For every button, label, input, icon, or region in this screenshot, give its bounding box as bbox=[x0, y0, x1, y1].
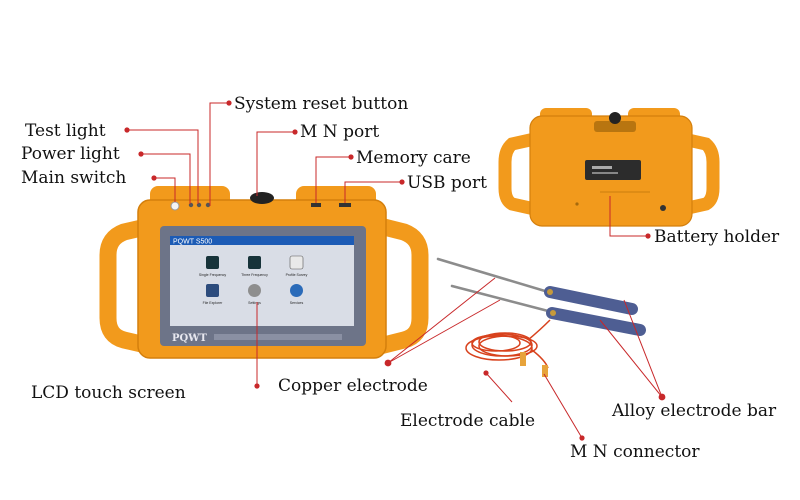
alloy-electrode-bar-1 bbox=[544, 286, 638, 315]
label-battery-holder: Battery holder bbox=[654, 227, 780, 247]
app-label-three-frequency: Three Frequency bbox=[241, 273, 268, 277]
copper-electrode-rod-2 bbox=[450, 284, 554, 314]
leader-electrode-cable bbox=[485, 372, 513, 403]
app-label-single-frequency: Single Frequency bbox=[199, 273, 226, 277]
alloy-electrode-bar-2 bbox=[546, 307, 646, 336]
leader-test-light bbox=[127, 129, 199, 204]
label-copper-electrode: Copper electrode bbox=[278, 376, 428, 396]
test-light-led bbox=[196, 202, 202, 208]
label-power-light: Power light bbox=[21, 144, 120, 164]
label-memory-care: Memory care bbox=[356, 148, 471, 168]
label-electrode-cable: Electrode cable bbox=[400, 411, 536, 431]
app-icon-file-explorer[interactable] bbox=[206, 284, 219, 297]
memory-card-slot bbox=[311, 203, 321, 207]
leader-mn-port bbox=[256, 131, 295, 196]
leader-main-switch bbox=[154, 177, 176, 202]
label-main-switch: Main switch bbox=[21, 168, 127, 188]
brand-mark: PQWT bbox=[172, 333, 207, 344]
app-label-profile-survey: Profile Survey bbox=[286, 273, 308, 277]
app-label-settings: Settings bbox=[248, 301, 261, 305]
leader-power-light bbox=[141, 153, 191, 204]
mn-port-socket bbox=[250, 192, 274, 204]
power-light-led bbox=[188, 202, 194, 208]
leader-system-reset bbox=[209, 102, 229, 206]
leader-alloy-2 bbox=[599, 319, 663, 398]
screen-title: PQWT S500 bbox=[173, 239, 212, 246]
app-label-services: Services bbox=[290, 301, 304, 305]
mn-connector-plug bbox=[520, 352, 526, 366]
lcd-screen[interactable] bbox=[170, 236, 354, 326]
app-icon-settings[interactable] bbox=[248, 284, 261, 297]
leader-usb-port bbox=[344, 181, 402, 203]
device-back bbox=[498, 108, 720, 227]
leader-mn-connector bbox=[543, 373, 583, 439]
app-label-file-explorer: File Explorer bbox=[203, 301, 223, 305]
usb-port-slot bbox=[339, 203, 351, 207]
reset-button[interactable] bbox=[205, 202, 211, 208]
leader-dots bbox=[124, 100, 666, 441]
label-lcd-touch-screen: LCD touch screen bbox=[31, 383, 186, 403]
label-mn-port: M N port bbox=[300, 122, 380, 142]
label-usb-port: USB port bbox=[407, 173, 487, 193]
leader-memory-care bbox=[315, 156, 351, 203]
label-test-light: Test light bbox=[25, 121, 106, 141]
copper-electrode-rod-1 bbox=[436, 257, 557, 296]
right-handle bbox=[371, 217, 429, 355]
label-alloy-electrode-bar: Alloy electrode bar bbox=[612, 401, 777, 421]
leader-lines bbox=[127, 102, 663, 439]
left-handle bbox=[99, 217, 159, 355]
label-mn-connector: M N connector bbox=[570, 442, 700, 462]
leader-alloy-1 bbox=[623, 299, 663, 398]
main-switch-knob[interactable] bbox=[170, 201, 180, 211]
app-icon-three-frequency[interactable] bbox=[248, 256, 261, 269]
bezel-maker-text bbox=[214, 334, 342, 340]
app-icon-profile-survey[interactable] bbox=[289, 255, 304, 270]
leader-copper-2 bbox=[387, 299, 501, 364]
label-system-reset-button: System reset button bbox=[234, 94, 409, 114]
electrode-cable bbox=[465, 319, 551, 377]
main-device: PQWT S500 Single Frequency Three Frequen… bbox=[99, 186, 429, 359]
electrodes bbox=[436, 257, 646, 336]
leader-copper-1 bbox=[387, 277, 496, 364]
app-icon-services[interactable] bbox=[290, 284, 303, 297]
leader-battery-holder bbox=[609, 196, 648, 237]
app-icon-single-frequency[interactable] bbox=[206, 256, 219, 269]
back-label-plate bbox=[585, 160, 641, 180]
